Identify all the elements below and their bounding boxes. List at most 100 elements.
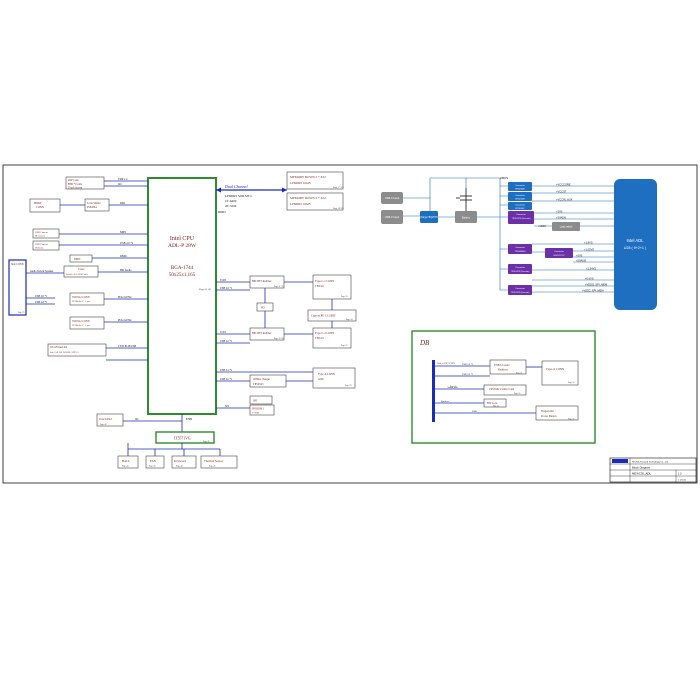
converter-5-part: TPS40M03 (515, 251, 527, 253)
fan-page: Page 43 (149, 465, 155, 468)
i2c2-signal: I2C (135, 418, 139, 421)
title-rev: 1.0 (678, 473, 682, 476)
db-signal-4: USB (472, 410, 477, 413)
level-shifter-block (84, 198, 110, 212)
pcie1-signal: PCIe GEN4 (118, 296, 132, 299)
vbus-label: VBUS (500, 176, 508, 180)
ddi-signal: DDI (120, 202, 125, 205)
thermal-sensor-page: Page 45 (209, 465, 215, 468)
cpu-block (147, 177, 217, 415)
ir-camera-line1: USB Camera (35, 231, 49, 234)
db-signal-0: USB 3.2 *1 (462, 363, 474, 366)
retimer2-page: Page 35~36 (274, 337, 283, 340)
db-mic-combo-page: Page 53 (514, 392, 520, 395)
ec-page: Page 41 (203, 440, 209, 443)
converter-2-part: RT8240C (515, 208, 525, 210)
wlan-line1: WLAN Intel/Kil (50, 346, 67, 349)
spi-rom-block (249, 404, 275, 416)
typec1-page: Page 33 (341, 295, 347, 298)
converter-2 (508, 202, 532, 210)
intel-adl-power-block (614, 179, 657, 310)
dmic-block (69, 254, 93, 263)
keyboard-block (171, 455, 197, 469)
typec1-line2: TBT4.0 (315, 285, 324, 288)
webcam-line2: Webcam (35, 247, 43, 250)
tcp1-signal: TCP0 (220, 279, 227, 282)
ec-name: IT5571VG (174, 437, 191, 441)
db-typea-block (541, 360, 579, 386)
title-sheet: 1 of 100 (678, 480, 687, 482)
db-title: DB (419, 339, 430, 347)
keyboard-label: Keyboard (174, 459, 186, 463)
typec2-line2: TBT4.0 (315, 337, 324, 340)
memory-ddr-label: DDR5 (218, 210, 226, 214)
spi-rom-line2: 2*16M (252, 412, 260, 415)
level-shifter-line2: PS8409A (87, 206, 97, 209)
power-input-2-label: USB-C Input (385, 215, 400, 219)
retimer2-label: BB-TBT Retimer (252, 332, 272, 335)
hdmi-line1: HDMI (34, 202, 42, 205)
intel-adl-line1: Intel ADL (627, 238, 645, 243)
cpu-page: Page 02~06 (199, 288, 212, 291)
offline-charger-line2: TPS2543 (253, 383, 264, 386)
ec-block (155, 431, 215, 444)
db-fingerprint-line2: Power Button (541, 415, 557, 418)
level-shifter-line1: Level Shifter (87, 202, 101, 205)
audio-jack-signal: Audio Jack & Speaker (30, 270, 54, 273)
touchpad-block (96, 413, 124, 427)
dmic-line1: DMIC (74, 258, 81, 261)
memory-speed-3: 20~5200 (225, 204, 237, 208)
hdmi-line2: CONN (36, 206, 44, 209)
extra-out-7: +VDD2_SPI_MEM (582, 289, 604, 293)
hall-block (117, 455, 139, 469)
db-hwcode-block (483, 398, 507, 408)
converter-8-name: Converter (515, 287, 525, 290)
pcie2-signal: PCIe GEN4 (118, 319, 132, 322)
spi-signal: SPI (225, 405, 229, 408)
ir-camera-line2: IR camera (35, 235, 46, 238)
db-signal-2: Audio Jack (447, 386, 459, 389)
load-switch-label: Load switch (560, 226, 573, 229)
edp-line2: FHD *0 wide (68, 183, 83, 186)
cypress-pd-label: Cypress PD CCG6DF (311, 315, 336, 318)
i2c-signal: I2C (118, 183, 122, 186)
memory-block-1-page: Page 17~18 (333, 186, 344, 189)
usb4-signal: USB 2.0 *1 (220, 287, 233, 290)
db-redriver-line1: USB3.2 Gen1 (494, 364, 510, 367)
memory-block-1-line2: LPDDR5 16GB (290, 181, 310, 185)
converter-list: Converter RT8242B +VCCCORE Converter RT8… (500, 182, 614, 295)
converter-8-part: TPS51375 (Discrete) (511, 291, 530, 294)
ssd2-block (69, 316, 105, 330)
power-input-2 (381, 210, 403, 224)
converter-7 (508, 264, 532, 274)
usb3-signal: USB 2.0 *1 (35, 301, 48, 304)
cpu-package: BGA-1744 (171, 266, 194, 271)
usb5-signal: USB 2.0 *1 (220, 340, 233, 343)
hdmi-block (29, 198, 61, 213)
spi-block (249, 395, 273, 405)
db-hub-page: Page 50 (450, 385, 456, 388)
retimer1-label: BB-TBT Retimer (252, 280, 272, 283)
converter-7-out: +1.24VS (586, 267, 596, 271)
charger-label: Charger BQ25770 (419, 216, 439, 219)
ssd2-line1: SSD M.2 CONN (72, 320, 90, 323)
converter-3-part: TPS51375 (Discrete) (512, 217, 531, 220)
ssd2-line2: PCIE4.0x4 * 1 pcs (72, 324, 90, 327)
converter-3-out: +3VS (556, 210, 563, 214)
db-hwcode-label: HW Code (487, 402, 498, 405)
converter-7-part: TPS51375 (Discrete) (511, 270, 530, 273)
side-conn-label: Side CONN (11, 263, 24, 266)
retimer1-page: Page 31~32 (274, 285, 283, 288)
usb6-signal: USB 3.2 *1 (220, 369, 233, 372)
converter-8 (508, 285, 532, 295)
side-conn-block (8, 259, 27, 316)
typea-line2: AOU (318, 378, 324, 381)
mosfet-icon (456, 188, 472, 211)
usb2-signal: USB 2.0 *1 (35, 295, 48, 298)
mipi-signal: MIPI (120, 231, 126, 234)
converter-8-out: +0.6VS (585, 277, 594, 281)
memory-arrow-left (216, 187, 221, 193)
db-mic-combo-label: UPM Mic Combo Conn (489, 388, 515, 391)
cpu-name: Intel CPU (170, 236, 195, 242)
converter-6-name: Converter (554, 250, 564, 253)
